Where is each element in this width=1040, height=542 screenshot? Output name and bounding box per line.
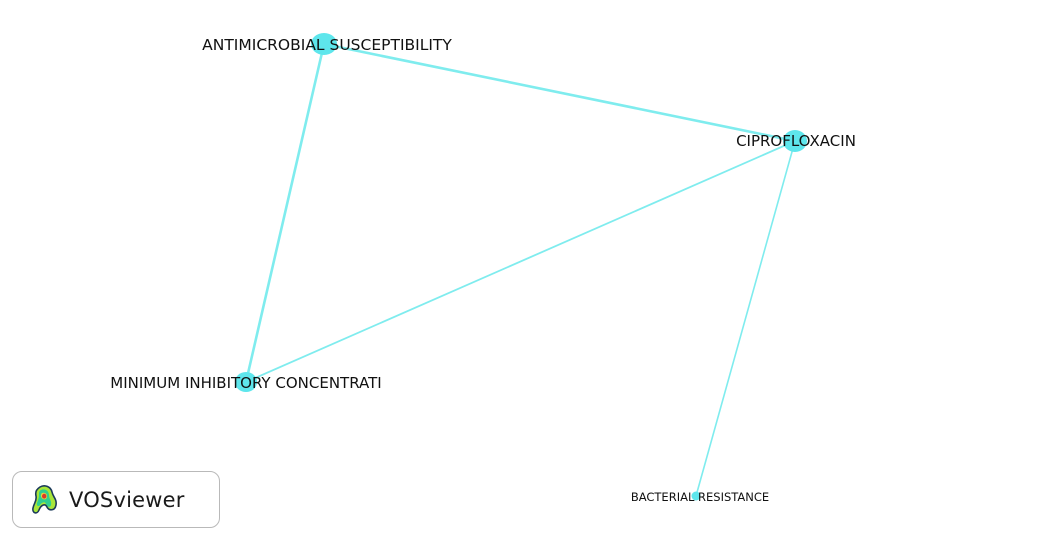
vosviewer-watermark: VOSviewer bbox=[12, 471, 220, 528]
node-antimicrobial-susceptibility[interactable]: ANTIMICROBIAL SUSCEPTIBILITY bbox=[202, 33, 452, 55]
node-circle[interactable] bbox=[783, 130, 807, 152]
node-circle[interactable] bbox=[311, 33, 337, 55]
vosviewer-logo-icon bbox=[32, 484, 57, 514]
node-circle[interactable] bbox=[235, 372, 257, 392]
node-label: BACTERIAL RESISTANCE bbox=[631, 490, 769, 504]
edges-layer bbox=[244, 42, 797, 497]
node-minimum-inhibitory-concentration[interactable]: MINIMUM INHIBITORY CONCENTRATI bbox=[110, 372, 382, 392]
edge-ciprofloxacin-bacterial bbox=[695, 140, 796, 497]
node-label: CIPROFLOXACIN bbox=[736, 132, 856, 150]
edge-ciprofloxacin-mic bbox=[245, 140, 796, 383]
vosviewer-wordmark: VOSviewer bbox=[69, 487, 185, 512]
node-ciprofloxacin[interactable]: CIPROFLOXACIN bbox=[736, 130, 856, 152]
edge-antimicrobial-ciprofloxacin bbox=[322, 42, 797, 143]
node-label: ANTIMICROBIAL SUSCEPTIBILITY bbox=[202, 36, 452, 54]
edge-antimicrobial-mic bbox=[244, 42, 326, 384]
node-label: MINIMUM INHIBITORY CONCENTRATI bbox=[110, 374, 381, 392]
nodes-layer: ANTIMICROBIAL SUSCEPTIBILITY CIPROFLOXAC… bbox=[110, 33, 856, 504]
node-bacterial-resistance[interactable]: BACTERIAL RESISTANCE bbox=[631, 490, 769, 504]
node-circle[interactable] bbox=[691, 491, 701, 501]
